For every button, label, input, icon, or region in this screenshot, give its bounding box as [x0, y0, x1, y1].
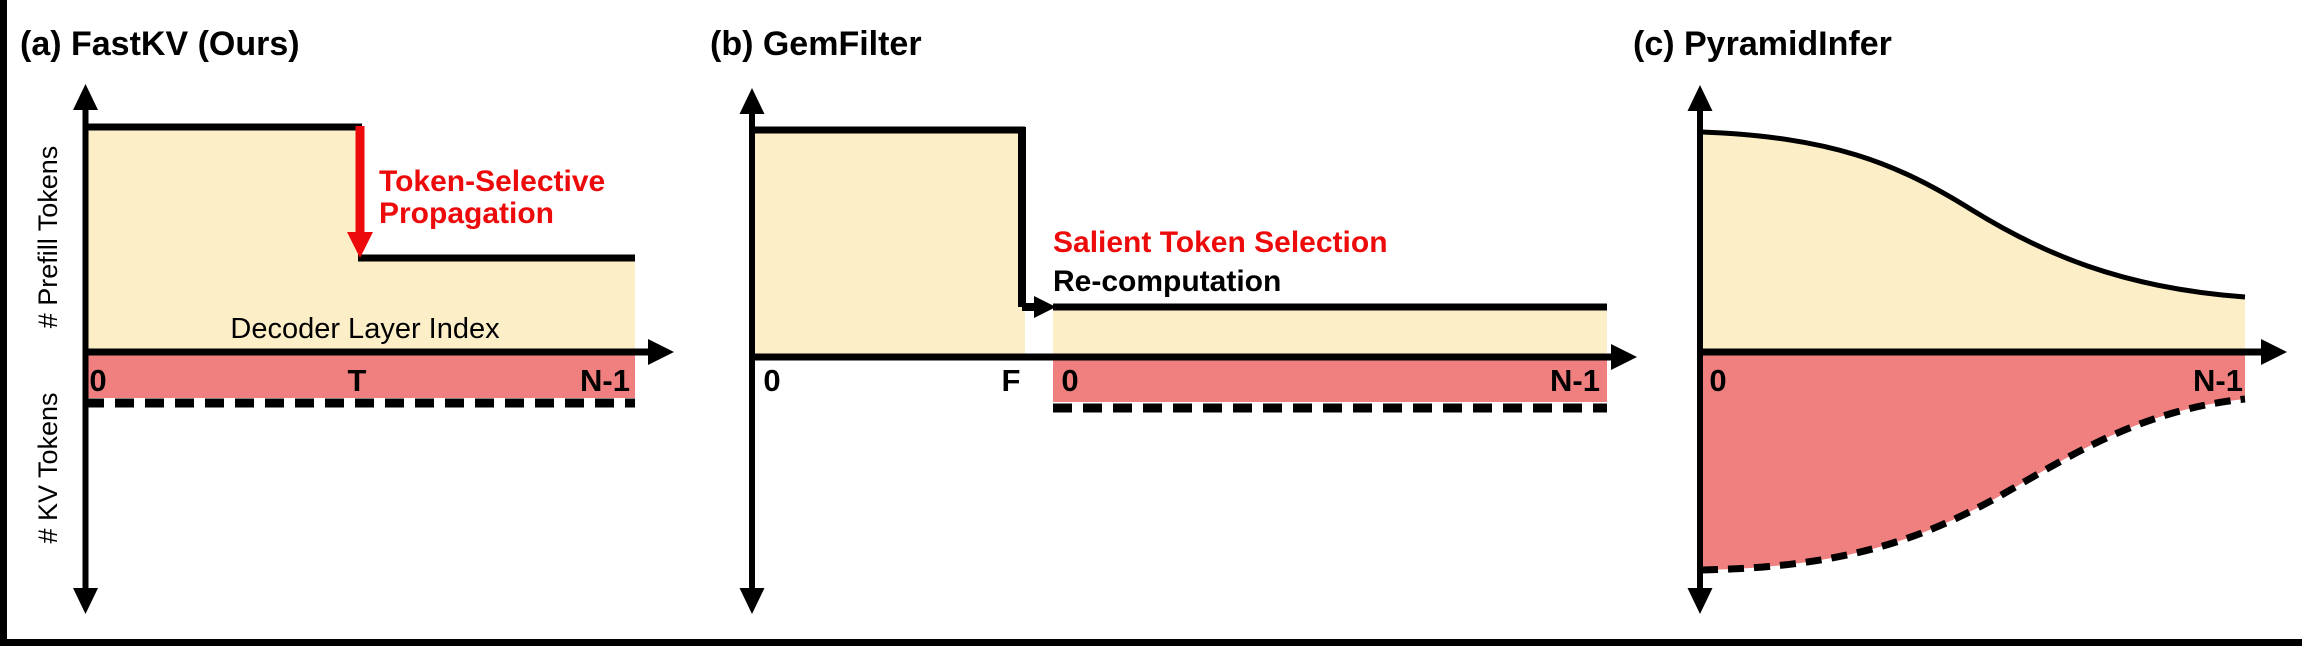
panel-c-prefill-decay-region [1702, 132, 2245, 352]
panel-c-y-axis-up-arrowhead [1687, 85, 1713, 111]
panel-a-fastkv: (a) FastKV (Ours) Token-Selective Propag… [20, 25, 674, 614]
panel-a-prefill-region-tall [85, 124, 360, 352]
panel-a-tick-T: T [348, 363, 367, 398]
panel-b-annotation-salient: Salient Token Selection [1053, 226, 1388, 259]
panel-c-x-axis-arrowhead [2261, 339, 2287, 365]
panel-b-tick-0: 0 [763, 363, 780, 398]
panel-b-y-axis-up-arrowhead [739, 88, 765, 114]
panel-a-y-axis-up-arrowhead [73, 84, 98, 110]
panel-c-tick-0: 0 [1709, 363, 1726, 398]
panel-c-tick-N-1: N-1 [2193, 363, 2243, 398]
panel-a-annotation-line2: Propagation [379, 197, 554, 230]
panel-a-x-axis-arrowhead [648, 339, 674, 365]
panel-c-title: (c) PyramidInfer [1633, 25, 1892, 63]
panel-b-tick-F: F [1002, 363, 1021, 398]
token-selective-propagation-arrowhead [347, 232, 373, 258]
panel-a-y-axis-down-arrowhead [73, 588, 98, 614]
panel-b-kv-region-strip [1053, 357, 1607, 402]
panel-a-y-label-prefill: # Prefill Tokens [33, 146, 63, 329]
panel-a-prefill-region-short [360, 258, 635, 352]
panel-b-tick-N-1: N-1 [1550, 363, 1600, 398]
panel-b-annotation-recomputation: Re-computation [1053, 265, 1281, 298]
panel-b-prefill-region-tall [752, 130, 1025, 357]
panel-b-x-axis-arrowhead [1611, 344, 1637, 370]
panel-a-annotation-line1: Token-Selective [379, 165, 605, 198]
panel-a-tick-0: 0 [89, 363, 106, 398]
frame-bottom-bar [0, 639, 2302, 646]
panel-a-tick-N-1: N-1 [580, 363, 630, 398]
panel-b-title: (b) GemFilter [710, 25, 922, 63]
panel-c-y-axis-down-arrowhead [1687, 588, 1713, 614]
panel-c-pyramidinfer: (c) PyramidInfer 0 N-1 [1633, 25, 2287, 614]
panel-b-tick-0-second: 0 [1061, 363, 1078, 398]
panel-b-recompute-arrowhead [1034, 296, 1056, 318]
panel-a-y-label-kv: # KV Tokens [33, 392, 63, 543]
panel-b-y-axis-down-arrowhead [739, 588, 765, 614]
frame-left-bar [0, 0, 7, 646]
panel-b-gemfilter: (b) GemFilter Salient Token Selection Re… [710, 25, 1637, 614]
panel-c-prefill-decay-curve [1701, 129, 2246, 300]
panel-c-kv-decay-region [1702, 352, 2245, 570]
panel-c-kv-dashed-curve [1701, 395, 2246, 574]
panel-a-kv-region-strip [85, 352, 635, 398]
panel-b-prefill-region-short [1053, 307, 1607, 357]
panel-a-title: (a) FastKV (Ours) [20, 25, 300, 63]
panel-a-x-axis-label: Decoder Layer Index [230, 313, 500, 345]
